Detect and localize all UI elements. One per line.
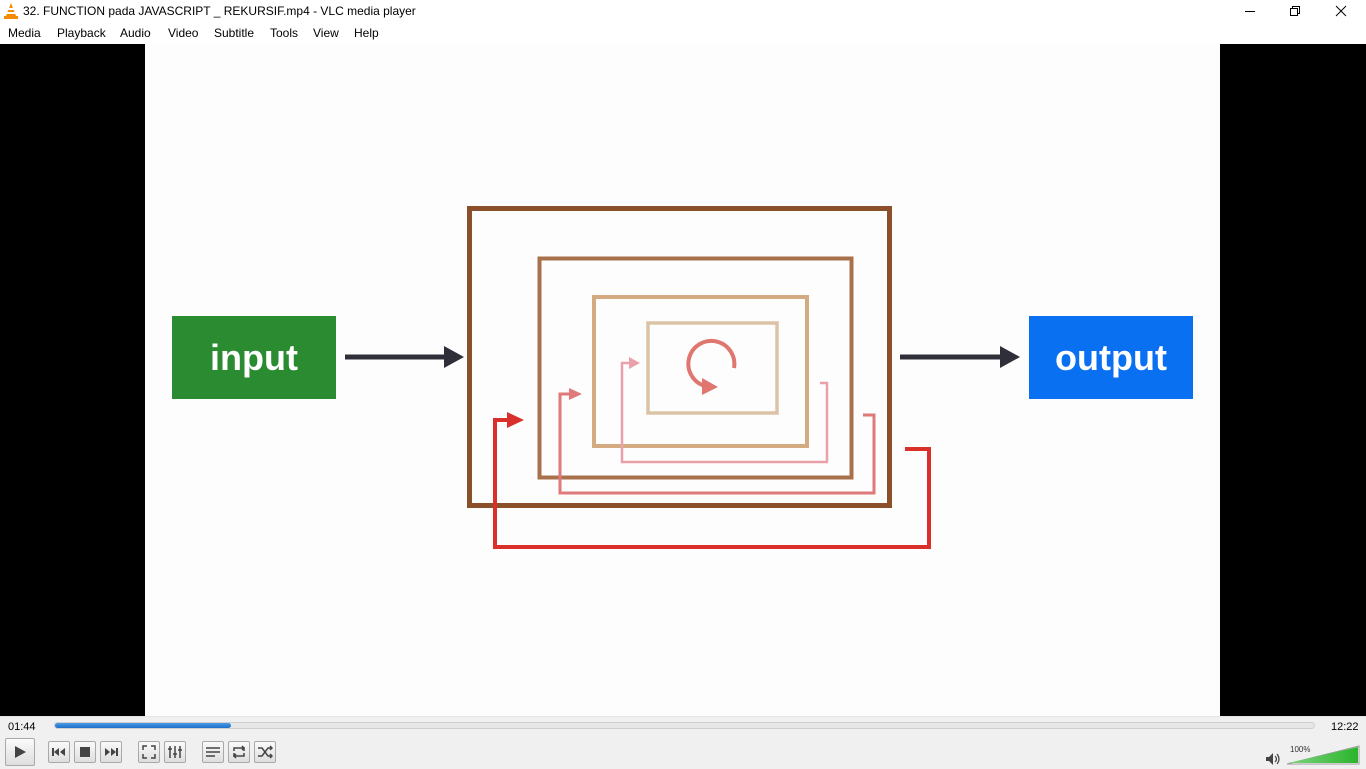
- play-button[interactable]: [5, 738, 35, 766]
- next-icon: [105, 748, 118, 756]
- next-button[interactable]: [100, 741, 122, 763]
- seek-progress: [55, 723, 232, 728]
- output-arrow: [900, 346, 1020, 368]
- loop-icon: [232, 745, 246, 759]
- title-bar: 32. FUNCTION pada JAVASCRIPT _ REKURSIF.…: [0, 0, 1366, 22]
- menu-tools[interactable]: Tools: [270, 26, 299, 40]
- menu-audio[interactable]: Audio: [120, 26, 151, 40]
- minimize-icon: [1245, 11, 1255, 12]
- minimize-button[interactable]: [1227, 0, 1273, 22]
- recursion-frame-inner: [646, 321, 779, 415]
- extended-settings-icon: [168, 746, 182, 758]
- menu-view[interactable]: View: [313, 26, 339, 40]
- window-title: 32. FUNCTION pada JAVASCRIPT _ REKURSIF.…: [23, 4, 416, 18]
- extended-settings-button[interactable]: [164, 741, 186, 763]
- previous-button[interactable]: [48, 741, 70, 763]
- input-label: input: [210, 337, 298, 378]
- seek-bar[interactable]: [54, 722, 1315, 729]
- vlc-cone-icon: [4, 3, 18, 19]
- recursion-frame-3: [592, 295, 809, 448]
- volume-percent: 100%: [1290, 745, 1311, 754]
- menu-media[interactable]: Media: [8, 26, 41, 40]
- fullscreen-icon: [142, 745, 156, 759]
- menu-help[interactable]: Help: [354, 26, 379, 40]
- total-time: 12:22: [1331, 721, 1359, 733]
- recursion-loop-mid: [558, 388, 876, 495]
- volume-slider[interactable]: [1286, 745, 1360, 765]
- playlist-icon: [206, 747, 220, 757]
- playlist-button[interactable]: [202, 741, 224, 763]
- output-label: output: [1055, 337, 1167, 378]
- close-icon: [1335, 5, 1347, 17]
- menu-subtitle[interactable]: Subtitle: [214, 26, 255, 40]
- stop-icon: [80, 747, 90, 757]
- close-button[interactable]: [1318, 0, 1364, 22]
- play-icon: [15, 746, 26, 758]
- input-box: [172, 316, 336, 399]
- menu-playback[interactable]: Playback: [57, 26, 106, 40]
- output-box: [1029, 316, 1193, 399]
- input-arrow: [345, 346, 464, 368]
- shuffle-icon: [258, 745, 273, 759]
- volume-level: [1288, 747, 1358, 763]
- loop-button[interactable]: [228, 741, 250, 763]
- recursion-loop-inner: [620, 357, 829, 464]
- volume-icon[interactable]: [1265, 752, 1281, 766]
- recursion-frame-2: [537, 256, 854, 480]
- recursion-loop-outer: [493, 412, 931, 549]
- shuffle-button[interactable]: [254, 741, 276, 763]
- menu-bar: Media Playback Audio Video Subtitle Tool…: [0, 22, 1366, 44]
- recursion-frame-outer: [467, 206, 892, 508]
- restore-icon: [1290, 6, 1300, 16]
- menu-video[interactable]: Video: [168, 26, 199, 40]
- player-controls: 01:44 12:22: [0, 716, 1366, 769]
- restore-button[interactable]: [1272, 0, 1318, 22]
- stop-button[interactable]: [74, 741, 96, 763]
- fullscreen-button[interactable]: [138, 741, 160, 763]
- recursion-cycle-icon: [686, 338, 737, 395]
- current-time: 01:44: [8, 721, 36, 733]
- previous-icon: [52, 748, 65, 756]
